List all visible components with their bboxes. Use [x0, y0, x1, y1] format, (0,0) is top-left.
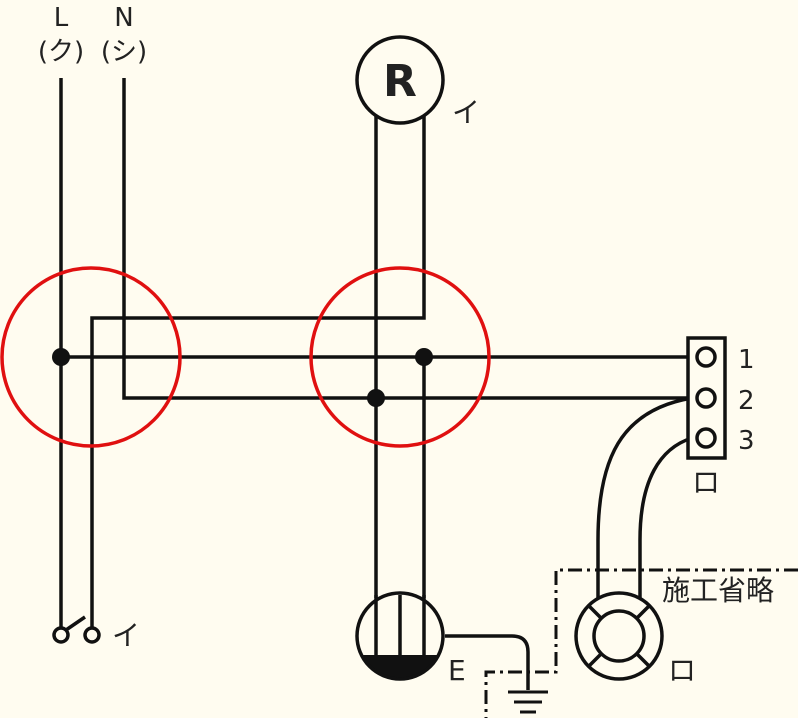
- wire-neutral: [122, 78, 706, 400]
- line-label: L: [54, 3, 69, 33]
- wire-earth: [445, 634, 530, 690]
- omitted-note-label: 施工省略: [662, 574, 774, 607]
- lamp-tag-label: イ: [452, 96, 480, 129]
- terminal-1-label: 1: [738, 345, 755, 375]
- line-kana-label: (ク): [38, 37, 84, 67]
- wire-terminal3-fixture: [638, 436, 693, 598]
- lamp-symbol-label: R: [383, 56, 417, 107]
- pilot-lamp-icon: R: [355, 35, 445, 125]
- junction-dot-center-upper: [415, 348, 433, 366]
- fixture-tag-label: ロ: [668, 654, 696, 687]
- lighting-fixture-icon: [574, 591, 664, 681]
- outlet-earth-label: E: [448, 654, 466, 687]
- terminal-3-label: 3: [738, 426, 755, 456]
- wire-switch-return: [90, 116, 426, 630]
- junction-dot-left: [52, 348, 70, 366]
- terminal-block-icon: [686, 336, 727, 460]
- wires: [59, 78, 706, 690]
- terminal-block-tag-label: ロ: [692, 466, 720, 499]
- switch-tag-label: イ: [112, 619, 140, 652]
- neutral-label: N: [114, 3, 133, 33]
- ground-icon: [508, 690, 548, 714]
- omitted-area-boundary: [484, 568, 798, 718]
- junction-box-center: [309, 266, 491, 448]
- junction-box-left: [0, 266, 182, 448]
- neutral-kana-label: (シ): [101, 37, 147, 67]
- wire-terminal2-fixture: [596, 396, 693, 598]
- junction-dot-center-lower: [367, 389, 385, 407]
- switch-icon: [52, 615, 101, 644]
- earthed-outlet-icon: [355, 591, 445, 681]
- terminal-2-label: 2: [738, 386, 755, 416]
